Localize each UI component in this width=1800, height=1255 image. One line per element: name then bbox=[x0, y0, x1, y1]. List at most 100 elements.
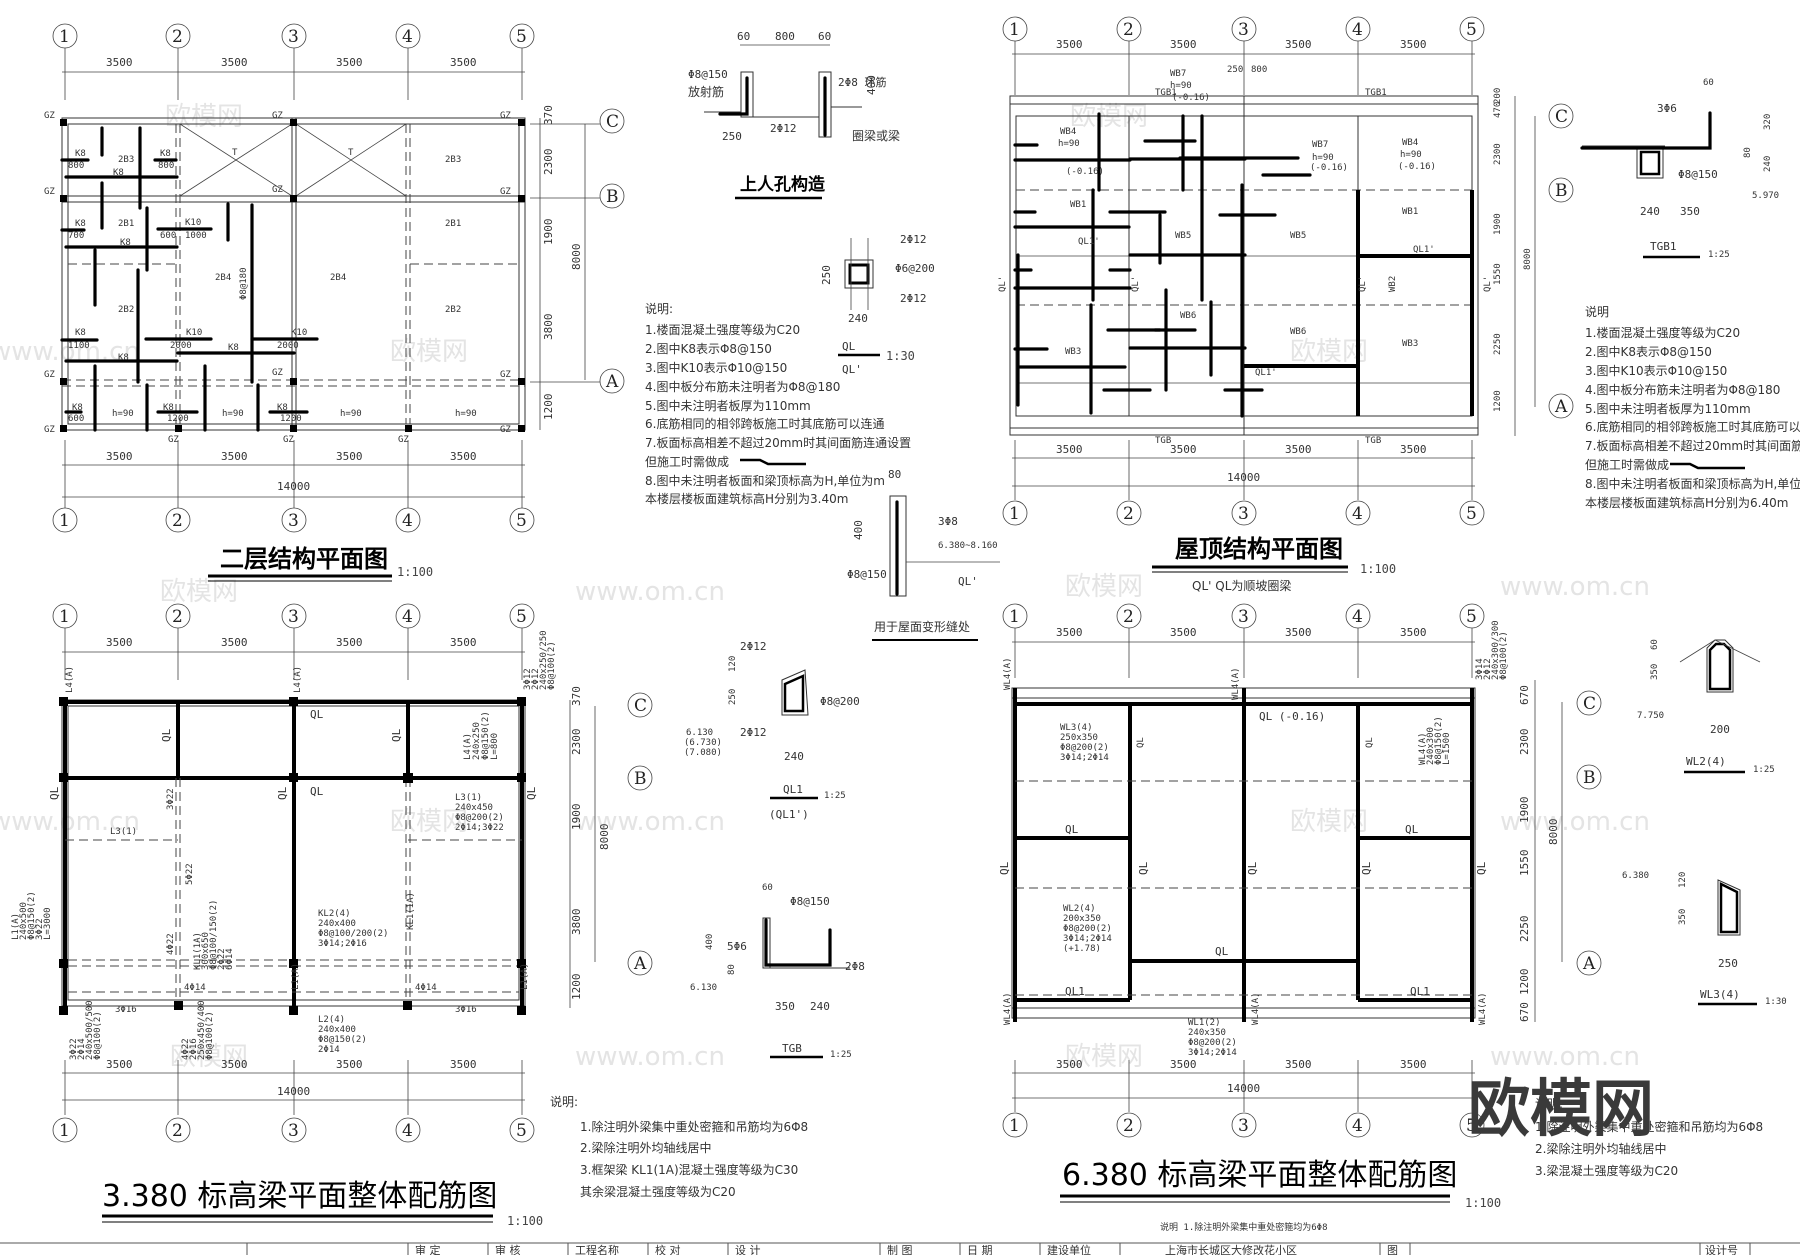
svg-text:K10: K10 bbox=[185, 218, 201, 228]
svg-text:1: 1 bbox=[1009, 607, 1020, 627]
svg-text:6.380: 6.380 bbox=[1622, 871, 1649, 881]
svg-text:3500: 3500 bbox=[336, 636, 363, 649]
notes-3380: 说明: 1.除注明外梁集中重处密箍和吊筋均为6Φ8 2.梁除注明外均轴线居中 3… bbox=[550, 1094, 808, 1199]
svg-text:QL: QL bbox=[998, 861, 1011, 875]
svg-text:1: 1 bbox=[59, 511, 70, 531]
svg-text:3800: 3800 bbox=[570, 909, 583, 936]
svg-text:K8: K8 bbox=[163, 403, 174, 413]
svg-text:2.图中K8表示Φ8@150: 2.图中K8表示Φ8@150 bbox=[1585, 344, 1712, 359]
svg-text:1200: 1200 bbox=[570, 974, 583, 1001]
svg-text:QL: QL bbox=[390, 728, 403, 742]
svg-text:1900: 1900 bbox=[1518, 797, 1531, 824]
svg-text:400: 400 bbox=[705, 934, 715, 950]
svg-text:80: 80 bbox=[888, 468, 901, 481]
svg-text:上人孔构造: 上人孔构造 bbox=[740, 174, 826, 195]
svg-text:Φ8@150: Φ8@150 bbox=[790, 895, 830, 908]
svg-text:QL: QL bbox=[160, 728, 173, 742]
svg-text:QL: QL bbox=[1136, 737, 1146, 748]
svg-text:3500: 3500 bbox=[336, 1058, 363, 1071]
svg-text:1: 1 bbox=[59, 27, 70, 47]
svg-text:日 期: 日 期 bbox=[967, 1244, 993, 1255]
detail-wl2-section: 60 350 7.750 200 WL2(4) 1:25 bbox=[1637, 639, 1775, 775]
svg-text:3500: 3500 bbox=[336, 56, 363, 69]
watermark-text: 欧模网 bbox=[390, 337, 468, 367]
svg-text:80: 80 bbox=[1743, 147, 1753, 158]
svg-text:Φ8@150(2): Φ8@150(2) bbox=[318, 1035, 367, 1045]
svg-text:8000: 8000 bbox=[1523, 248, 1533, 270]
svg-text:5: 5 bbox=[516, 27, 527, 47]
svg-text:1000: 1000 bbox=[185, 231, 207, 241]
svg-text:C: C bbox=[606, 112, 619, 132]
svg-text:WB7: WB7 bbox=[1312, 140, 1328, 150]
svg-text:Φ8@200(2): Φ8@200(2) bbox=[455, 813, 504, 823]
notes-roof: 说明 1.楼面混凝土强度等级为C20 2.图中K8表示Φ8@150 3.图中K1… bbox=[1585, 304, 1800, 510]
svg-text:3500: 3500 bbox=[1285, 626, 1312, 639]
watermark-text: 欧模网 bbox=[170, 1042, 248, 1072]
svg-text:GZ: GZ bbox=[398, 435, 409, 445]
svg-text:3Φ14;2Φ14: 3Φ14;2Φ14 bbox=[1063, 934, 1112, 944]
svg-text:240x450: 240x450 bbox=[455, 803, 493, 813]
svg-text:3500: 3500 bbox=[450, 56, 477, 69]
svg-text:A: A bbox=[1554, 397, 1568, 417]
svg-text:GZ: GZ bbox=[44, 111, 55, 121]
svg-text:4: 4 bbox=[1352, 1116, 1363, 1136]
svg-text:250x450/400: 250x450/400 bbox=[197, 1000, 207, 1060]
svg-text:K10: K10 bbox=[291, 328, 307, 338]
svg-text:120: 120 bbox=[728, 656, 738, 672]
svg-text:3500: 3500 bbox=[221, 450, 248, 463]
svg-text:1:25: 1:25 bbox=[1753, 765, 1775, 775]
roof-labels: TGB1 TGB1 TGB TGB WB4 h=90 (-0.16) WB1 Q… bbox=[998, 65, 1493, 446]
svg-text:A: A bbox=[633, 954, 647, 974]
svg-text:TGB: TGB bbox=[1155, 436, 1171, 446]
svg-text:3: 3 bbox=[288, 1121, 299, 1141]
svg-text:Φ8@200: Φ8@200 bbox=[820, 695, 860, 708]
svg-text:L1(A): L1(A) bbox=[291, 963, 301, 990]
svg-text:TGB1: TGB1 bbox=[1650, 240, 1677, 253]
svg-text:3800: 3800 bbox=[542, 314, 555, 341]
svg-text:GZ: GZ bbox=[44, 425, 55, 435]
svg-text:3500: 3500 bbox=[221, 636, 248, 649]
svg-text:h=90: h=90 bbox=[222, 409, 244, 419]
svg-text:QL1': QL1' bbox=[1413, 245, 1435, 255]
svg-text:QL1': QL1' bbox=[1078, 237, 1100, 247]
svg-text:3500: 3500 bbox=[1400, 38, 1427, 51]
svg-text:GZ: GZ bbox=[500, 187, 511, 197]
svg-text:3500: 3500 bbox=[336, 450, 363, 463]
watermark-site: www.om.cn bbox=[1500, 807, 1650, 837]
svg-text:Φ8@150(2): Φ8@150(2) bbox=[27, 891, 37, 940]
svg-text:制 图: 制 图 bbox=[887, 1244, 913, 1255]
watermark-site: www.om.cn bbox=[575, 807, 725, 837]
svg-text:3500: 3500 bbox=[1056, 38, 1083, 51]
svg-text:2300: 2300 bbox=[1493, 143, 1503, 165]
watermark-site: www.om.cn bbox=[575, 1042, 725, 1072]
detail-tgb1-section: 3Φ6 Φ8@150 5.970 60 320 80 240 240 350 T… bbox=[1580, 78, 1779, 260]
watermark-text: 欧模网 bbox=[1070, 102, 1148, 132]
plan-beam-6380: 1 2 3 4 5 3500 3500 3500 3500 QL (-0.16) bbox=[998, 603, 1602, 1233]
svg-text:1:100: 1:100 bbox=[507, 1214, 543, 1228]
svg-text:1.除注明外梁集中重处密箍和吊筋均为6Φ8: 1.除注明外梁集中重处密箍和吊筋均为6Φ8 bbox=[1535, 1119, 1763, 1134]
svg-text:60: 60 bbox=[762, 883, 773, 893]
svg-text:2B1: 2B1 bbox=[118, 219, 134, 229]
svg-text:QL: QL bbox=[276, 786, 289, 800]
svg-text:QL: QL bbox=[1475, 861, 1488, 875]
svg-text:14000: 14000 bbox=[1227, 471, 1260, 484]
svg-text:4: 4 bbox=[1352, 607, 1363, 627]
svg-text:L2(4): L2(4) bbox=[318, 1015, 345, 1025]
svg-text:2300: 2300 bbox=[542, 149, 555, 176]
svg-text:3500: 3500 bbox=[1285, 443, 1312, 456]
svg-text:GZ: GZ bbox=[272, 185, 283, 195]
svg-text:1: 1 bbox=[1009, 1116, 1020, 1136]
svg-text:L4(A): L4(A) bbox=[463, 733, 473, 760]
svg-text:3Φ22: 3Φ22 bbox=[166, 788, 176, 810]
svg-text:5: 5 bbox=[1466, 607, 1477, 627]
svg-text:C: C bbox=[1555, 107, 1568, 127]
svg-text:2000: 2000 bbox=[277, 341, 299, 351]
svg-text:Φ6@200: Φ6@200 bbox=[895, 262, 935, 275]
svg-text:(-0.16): (-0.16) bbox=[1310, 163, 1348, 173]
svg-text:QL': QL' bbox=[842, 363, 862, 376]
svg-text:WL3(4): WL3(4) bbox=[1060, 723, 1093, 733]
svg-text:4Φ22: 4Φ22 bbox=[166, 933, 176, 955]
svg-text:700: 700 bbox=[68, 231, 84, 241]
watermark-text: 欧模网 bbox=[1065, 572, 1143, 602]
